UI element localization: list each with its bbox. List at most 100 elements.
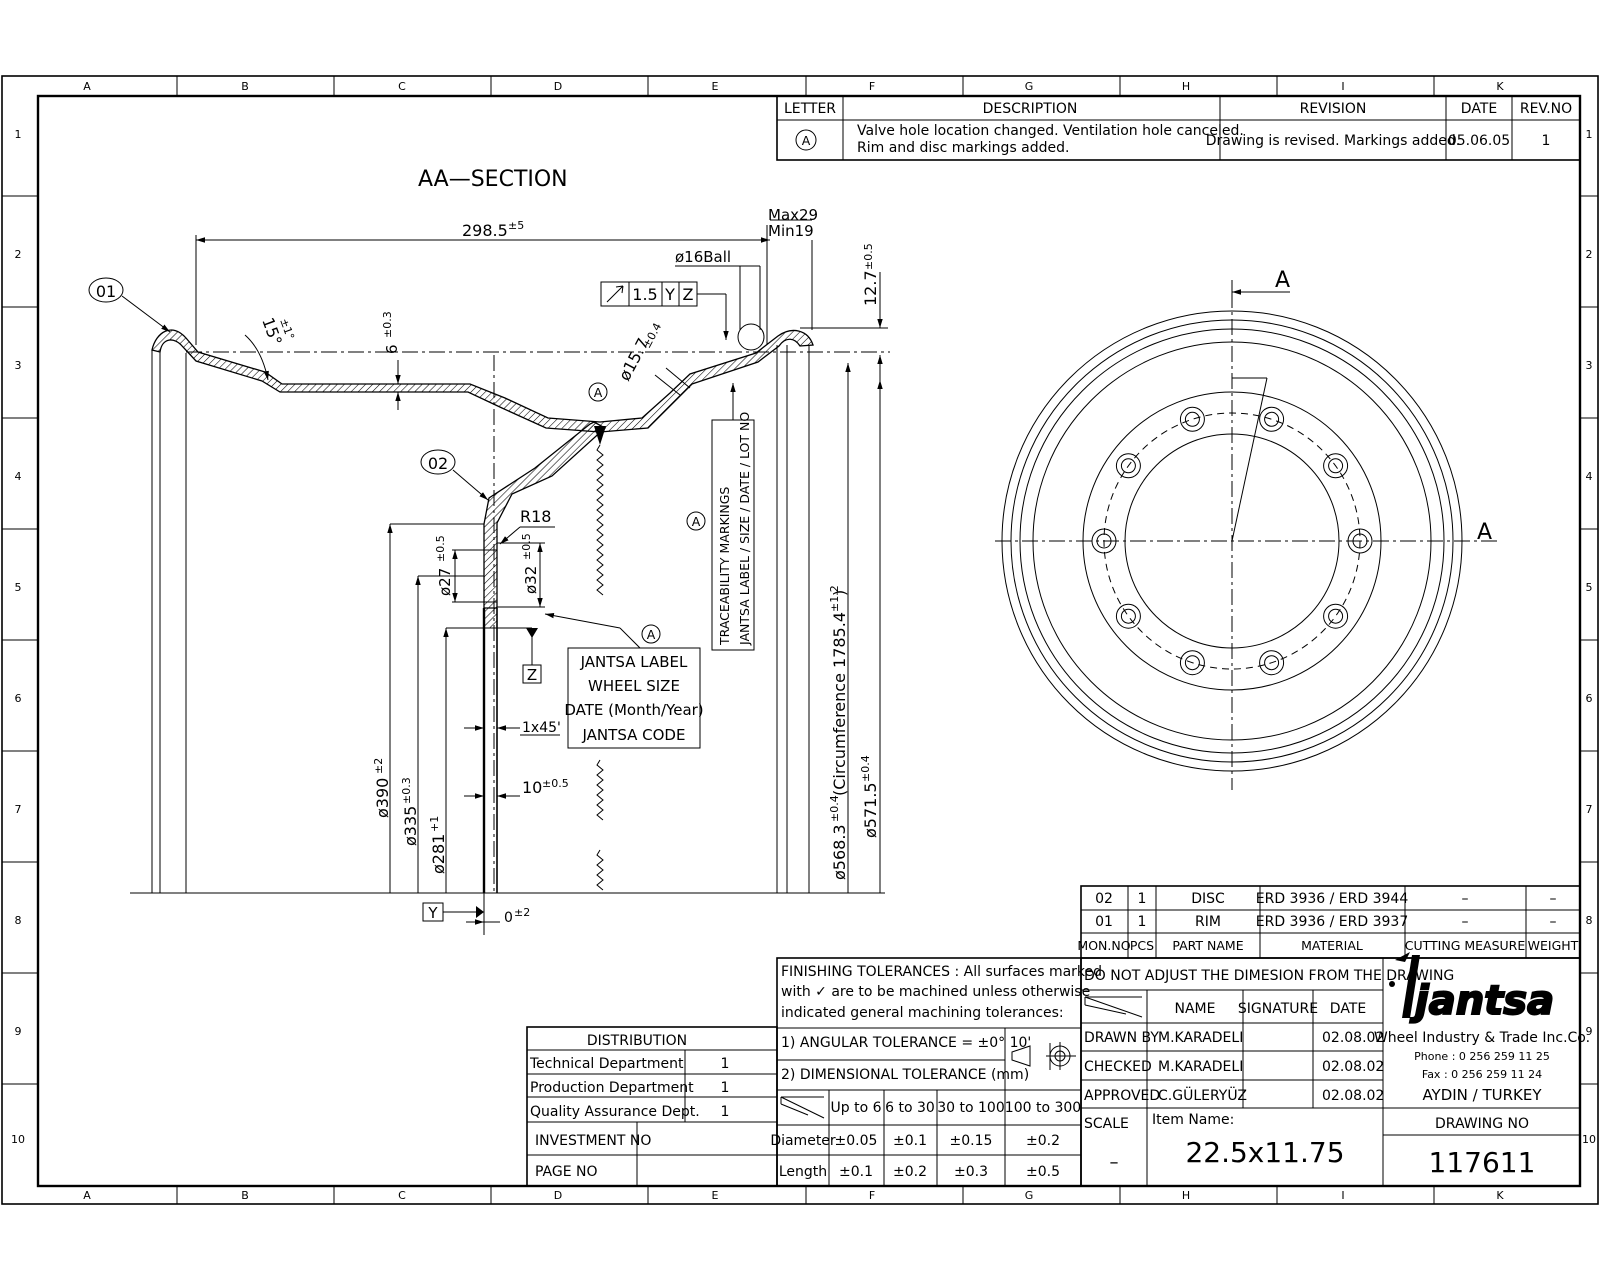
bolt-hole-inner <box>1328 458 1344 474</box>
company-logo-text: jantsa <box>1409 978 1554 1024</box>
label-box-line-1: JANTSA LABEL <box>580 653 688 671</box>
bolt-hole <box>1091 528 1117 554</box>
distribution-title: DISTRIBUTION <box>587 1033 687 1049</box>
label-box-line-2: WHEEL SIZE <box>588 677 680 695</box>
dim-hole-diameter-tol: ±0.4 <box>640 321 664 351</box>
distribution-qty-1: 1 <box>721 1056 730 1072</box>
balloon-01: 01 <box>96 282 116 301</box>
drawing-no: 117611 <box>1429 1146 1536 1179</box>
dim-d335-tol: ±0.3 <box>400 777 413 804</box>
bolt-hole-inner <box>1328 608 1344 624</box>
dim-d390-tol: ±2 <box>372 758 385 774</box>
row-label-7-right: 7 <box>1586 803 1593 816</box>
col-label-h-bottom: H <box>1182 1189 1190 1202</box>
row-label-10-right: 10 <box>1582 1133 1596 1146</box>
gdt-datum-z: Z <box>683 285 694 304</box>
col-label-c-bottom: C <box>398 1189 406 1202</box>
dim-d32-tol: ±0.5 <box>520 533 533 560</box>
dim-ball: ø16Ball <box>675 248 731 266</box>
bolt-hole-inner <box>1120 458 1136 474</box>
row-label-1-right: 1 <box>1586 128 1593 141</box>
dim-circumference: (Circumference 1785.4 <box>830 612 849 796</box>
tb-header-date: DATE <box>1330 1001 1366 1017</box>
rev-header-date: DATE <box>1461 101 1497 117</box>
dim-width: 298.5 <box>462 221 508 240</box>
checked-date: 02.08.02 <box>1322 1059 1384 1075</box>
bolt-hole-inner <box>1184 411 1200 427</box>
part-02-name: DISC <box>1191 891 1225 907</box>
col-label-f: F <box>869 80 875 93</box>
col-label-d: D <box>554 80 562 93</box>
rev-header-revision: REVISION <box>1300 101 1367 117</box>
row-label-9: 9 <box>15 1025 22 1038</box>
drawn-by-label: DRAWN BY <box>1084 1030 1159 1046</box>
section-mark-a-1: A <box>594 385 603 400</box>
row-label-3-right: 3 <box>1586 359 1593 372</box>
length-tol-3: ±0.3 <box>954 1164 988 1180</box>
part-02-weight: – <box>1550 891 1557 907</box>
dim-circumference-close: ) <box>830 590 849 596</box>
dim-circumference-tol: ±1.2 <box>828 585 841 612</box>
bolt-hole <box>1323 453 1349 479</box>
dim-min19: Min19 <box>768 222 814 240</box>
label-box-line-3: DATE (Month/Year) <box>564 701 703 719</box>
dim-circ-diameter-tol: ±0.4 <box>828 795 841 822</box>
rev-header-letter: LETTER <box>784 101 836 117</box>
rev-number: 1 <box>1542 133 1551 149</box>
bolt-hole <box>1259 406 1285 432</box>
row-label-2-right: 2 <box>1586 248 1593 261</box>
approved-name: C.GÜLERYÜZ <box>1158 1086 1247 1104</box>
gdt-datum-y: Y <box>664 285 675 304</box>
row-label-4-right: 4 <box>1586 470 1593 483</box>
range-header-3: 30 to 100 <box>937 1100 1005 1116</box>
dim-zero: 0 <box>504 910 513 926</box>
parts-header-weight: WEIGHT <box>1528 938 1579 953</box>
finishing-line-1: FINISHING TOLERANCES : All surfaces mark… <box>781 964 1102 980</box>
finishing-line-3: indicated general machining tolerances: <box>781 1005 1064 1021</box>
rev-header-rev-no: REV.NO <box>1520 101 1572 117</box>
part-01-cutting: – <box>1462 914 1469 930</box>
dim-d390: ø390 <box>373 778 392 818</box>
col-label-h: H <box>1182 80 1190 93</box>
dim-circ-diameter: ø568.3 <box>830 824 849 880</box>
front-section-mark-top: A <box>1275 268 1290 293</box>
col-label-f-bottom: F <box>869 1189 875 1202</box>
tb-header-signature: SIGNATURE <box>1238 1001 1318 1017</box>
rev-letter: A <box>802 133 811 148</box>
bolt-hole <box>1323 603 1349 629</box>
bolt-hole <box>1115 603 1141 629</box>
drawn-by-date: 02.08.02 <box>1322 1030 1384 1046</box>
trace-line-1: TRACEABILITY MARKINGS <box>717 487 732 646</box>
diameter-tol-2: ±0.1 <box>893 1133 927 1149</box>
datum-y: Y <box>427 904 438 922</box>
part-01-material: ERD 3936 / ERD 3937 <box>1256 914 1408 930</box>
page-no-label: PAGE NO <box>535 1164 598 1180</box>
section-mark-a-2: A <box>692 514 701 529</box>
parts-header-material: MATERIAL <box>1301 938 1363 953</box>
bolt-hole-inner <box>1184 655 1200 671</box>
angular-tolerance: 1) ANGULAR TOLERANCE = ±0° 10' <box>781 1035 1031 1051</box>
part-01-weight: – <box>1550 914 1557 930</box>
trace-line-2: JANTSA LABEL / SIZE / DATE / LOT NO <box>737 412 752 646</box>
title-block: DO NOT ADJUST THE DIMESION FROM THE DRAW… <box>1080 952 1590 1187</box>
col-label-c: C <box>398 80 406 93</box>
col-label-b-bottom: B <box>241 1189 249 1202</box>
checked-label: CHECKED <box>1084 1059 1152 1075</box>
dim-flange-height: 12.7 <box>861 270 880 306</box>
dim-d281-tol: +1 <box>428 816 441 832</box>
drawing-no-label: DRAWING NO <box>1435 1116 1529 1132</box>
approved-date: 02.08.02 <box>1322 1088 1384 1104</box>
col-label-e-bottom: E <box>712 1189 719 1202</box>
diameter-label: Diameter <box>770 1133 836 1149</box>
item-name-label: Item Name: <box>1152 1112 1234 1128</box>
length-tol-2: ±0.2 <box>893 1164 927 1180</box>
dim-ten: 10 <box>522 778 542 797</box>
row-label-10: 10 <box>11 1133 25 1146</box>
company-fax: Fax : 0 256 259 11 24 <box>1422 1068 1542 1081</box>
col-label-k: K <box>1496 80 1504 93</box>
dim-six: 6 <box>383 344 401 354</box>
distribution-qty-3: 1 <box>721 1104 730 1120</box>
parts-header-name: PART NAME <box>1172 938 1243 953</box>
dim-zero-tol: ±2 <box>514 906 530 919</box>
row-label-6-right: 6 <box>1586 692 1593 705</box>
